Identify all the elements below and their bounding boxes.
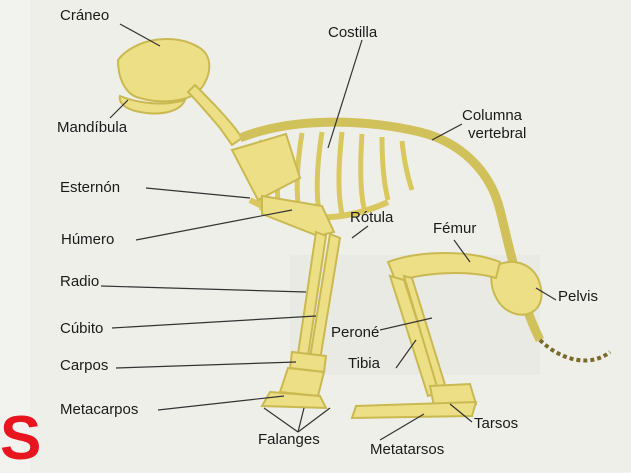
label-radio: Radio	[60, 274, 99, 291]
label-falanges: Falanges	[258, 432, 320, 449]
label-cubito: Cúbito	[60, 321, 103, 338]
label-rotula: Rótula	[350, 210, 393, 227]
label-tibia: Tibia	[348, 356, 380, 373]
label-pelvis: Pelvis	[558, 289, 598, 306]
label-carpos: Carpos	[60, 358, 108, 375]
label-costilla: Costilla	[328, 25, 377, 42]
label-columna-line1: Columna	[462, 108, 522, 125]
label-esternon: Esternón	[60, 180, 120, 197]
label-metatarsos: Metatarsos	[370, 442, 444, 459]
front-metacarpals	[280, 368, 324, 396]
label-perone: Peroné	[331, 325, 379, 342]
label-tarsos: Tarsos	[474, 416, 518, 433]
label-metacarpos: Metacarpos	[60, 402, 138, 419]
corner-letter: S	[0, 408, 41, 470]
label-craneo: Cráneo	[60, 8, 109, 25]
label-humero: Húmero	[61, 232, 114, 249]
label-femur: Fémur	[433, 221, 476, 238]
label-columna-line2: vertebral	[468, 126, 526, 143]
label-mandibula: Mandíbula	[57, 120, 127, 137]
